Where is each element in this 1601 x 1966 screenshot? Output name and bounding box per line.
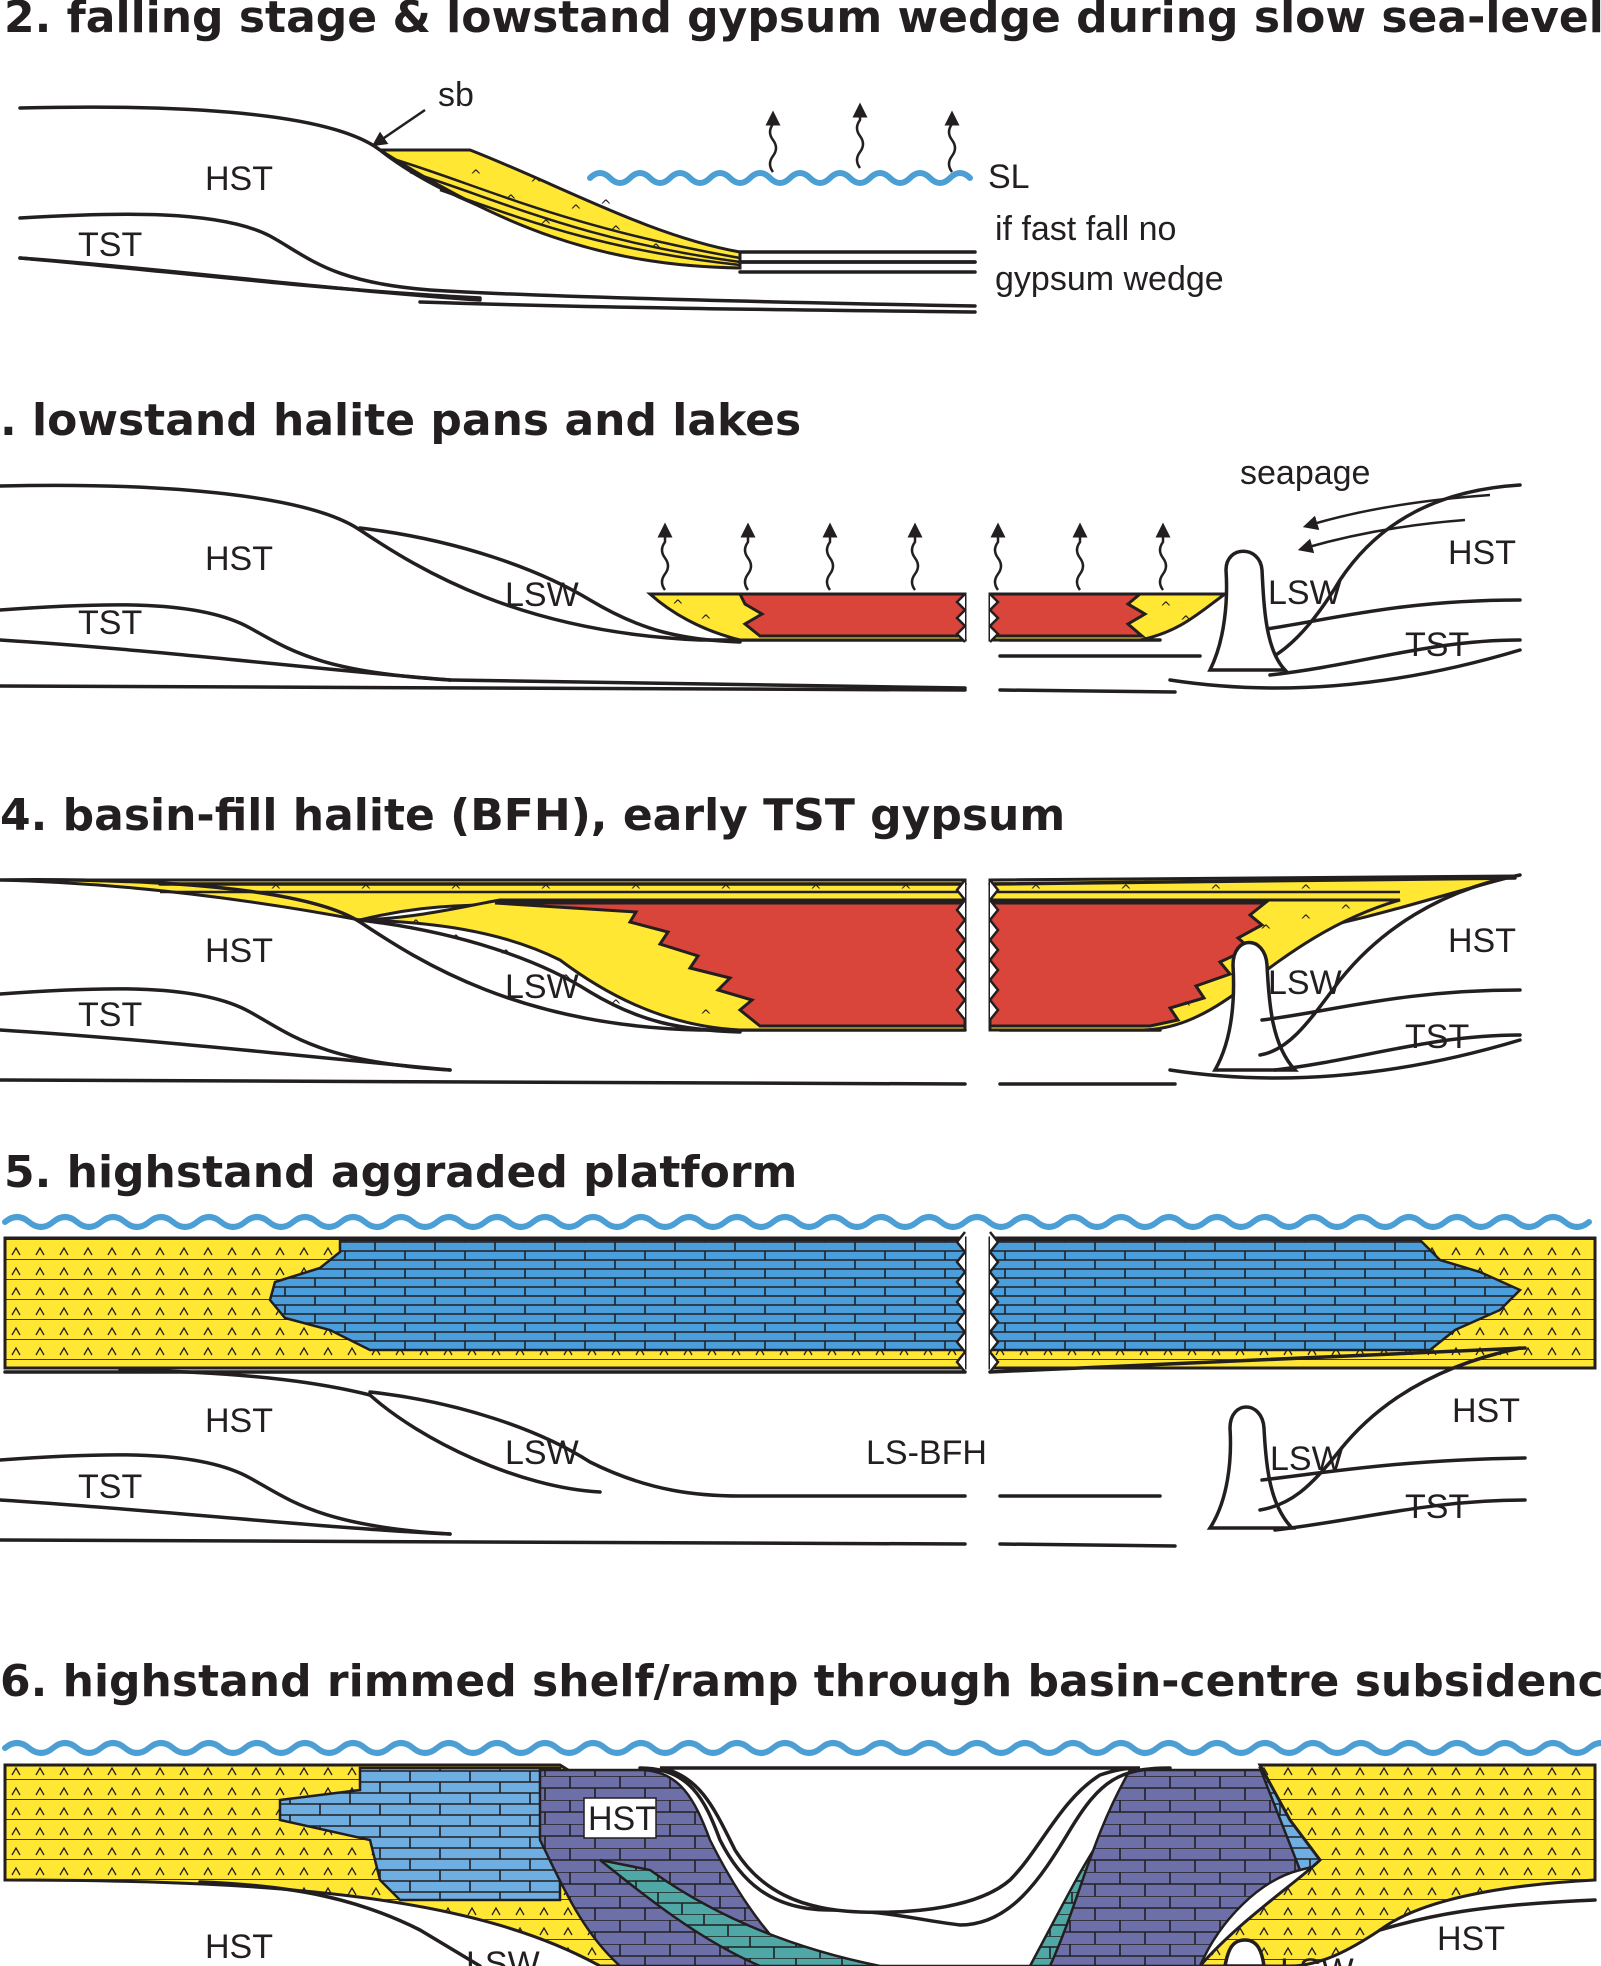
diapir-p5 — [1206, 1405, 1297, 1530]
gypsum-shelf-right — [1198, 1763, 1597, 1966]
panel-3-title: . lowstand halite pans and lakes — [0, 395, 801, 446]
tst-left-label-p3: TST — [78, 604, 142, 642]
panel-6: 6. highstand rimmed shelf/ramp through b… — [0, 1656, 1601, 1966]
basin-depression — [659, 1766, 1141, 1915]
svg-text:^: ^ — [700, 613, 712, 629]
diapir-p3 — [1207, 549, 1290, 672]
ls-bfh-label: LS-BFH — [866, 1434, 987, 1472]
svg-text:^: ^ — [810, 883, 822, 899]
tst-right-label-p3: TST — [1405, 626, 1469, 664]
sea-level-p6 — [2, 1740, 1601, 1756]
basin-fill-halite-left — [494, 901, 967, 1028]
sl-label: SL — [988, 158, 1030, 196]
hst-box-label-p6: HST — [588, 1800, 656, 1838]
note-line-1: if fast fall no — [995, 210, 1176, 248]
panel-6-title: 6. highstand rimmed shelf/ramp through b… — [0, 1656, 1601, 1707]
svg-text:^: ^ — [1260, 923, 1272, 939]
seapage-label: seapage — [1240, 454, 1370, 492]
tst-label-p2: TST — [78, 226, 142, 264]
hst-left-label-p4: HST — [205, 932, 273, 970]
panel-3: . lowstand halite pans and lakes ^ ^ ^ ^ — [0, 395, 1522, 694]
svg-text:^: ^ — [450, 883, 462, 899]
svg-text:^: ^ — [1210, 883, 1222, 899]
tst-right-label-p4: TST — [1405, 1018, 1469, 1056]
panel-4-title: 4. basin-fill halite (BFH), early TST gy… — [0, 790, 1065, 841]
svg-text:^: ^ — [672, 598, 684, 614]
hst-left-label-p3: HST — [205, 540, 273, 578]
panel-2: 2. falling stage & lowstand gypsum wedge… — [4, 0, 1601, 314]
svg-text:^: ^ — [470, 168, 482, 184]
lsw-left-label-p6: LSW — [466, 1945, 540, 1966]
svg-text:^: ^ — [570, 203, 582, 219]
svg-text:^: ^ — [1180, 614, 1192, 630]
svg-text:^: ^ — [540, 883, 552, 899]
svg-text:^: ^ — [700, 1008, 712, 1024]
svg-text:^: ^ — [450, 933, 462, 949]
svg-text:^: ^ — [630, 883, 642, 899]
hst-label-p2: HST — [205, 160, 273, 198]
halite-pan-left — [737, 592, 967, 638]
sea-level-p5 — [2, 1214, 1592, 1230]
svg-text:^: ^ — [1120, 883, 1132, 899]
svg-text:^: ^ — [610, 998, 622, 1014]
svg-text:^: ^ — [505, 193, 517, 209]
svg-text:^: ^ — [560, 973, 572, 989]
svg-text:^: ^ — [1180, 1000, 1192, 1016]
svg-text:^: ^ — [410, 918, 422, 934]
evaporation-arrows-p2 — [765, 102, 960, 173]
svg-text:^: ^ — [1160, 600, 1172, 616]
panel-5-title: 5. highstand aggraded platform — [4, 1147, 797, 1198]
hst-right-label-p5: HST — [1452, 1392, 1520, 1430]
lsw-right-label-p4: LSW — [1268, 964, 1342, 1002]
tst-left-label-p5: TST — [78, 1468, 142, 1506]
tst-right-label-p5: TST — [1405, 1488, 1469, 1526]
tst-left-label-p4: TST — [78, 996, 142, 1034]
svg-text:^: ^ — [650, 242, 662, 258]
svg-text:^: ^ — [360, 883, 372, 899]
lsw-left-label-p4: LSW — [505, 968, 579, 1006]
lsw-right-label-p5: LSW — [1270, 1440, 1344, 1478]
halite-pan-right — [988, 592, 1148, 638]
hst-right-label-p3: HST — [1448, 534, 1516, 572]
slope-deposits-right — [1048, 1768, 1302, 1966]
hst-right-label-p4: HST — [1448, 922, 1516, 960]
svg-text:^: ^ — [900, 883, 912, 899]
svg-text:^: ^ — [1030, 883, 1042, 899]
svg-text:^: ^ — [720, 883, 732, 899]
carbonate-core-left — [268, 1238, 967, 1352]
svg-text:^: ^ — [500, 948, 512, 964]
svg-text:^: ^ — [610, 224, 622, 240]
note-line-2: gypsum wedge — [995, 260, 1224, 298]
svg-text:^: ^ — [530, 176, 542, 192]
gypsum-wedge-p2 — [374, 148, 742, 270]
panel-2-title: 2. falling stage & lowstand gypsum wedge… — [4, 0, 1601, 43]
panel-5: 5. highstand aggraded platform HST TST L… — [0, 1147, 1597, 1548]
svg-text:^: ^ — [1300, 913, 1312, 929]
carbonate-core-right — [988, 1238, 1523, 1352]
evaporation-arrows-p3 — [657, 522, 1171, 591]
hst-right-label-p6: HST — [1437, 1920, 1505, 1958]
svg-text:^: ^ — [1340, 903, 1352, 919]
hst-left-label-p5: HST — [205, 1402, 273, 1440]
panel-4: 4. basin-fill halite (BFH), early TST gy… — [0, 790, 1522, 1086]
lsw-right-label-p6: LSW — [1280, 1952, 1354, 1966]
svg-text:^: ^ — [540, 218, 552, 234]
diapir-p4 — [1211, 940, 1299, 1072]
sb-label: sb — [438, 76, 474, 114]
lsw-right-label-p3: LSW — [1268, 574, 1342, 612]
svg-text:^: ^ — [600, 198, 612, 214]
svg-text:^: ^ — [270, 883, 282, 899]
basin-fill-halite-right — [988, 901, 1270, 1028]
lsw-left-label-p3: LSW — [505, 576, 579, 614]
lsw-left-label-p5: LSW — [505, 1434, 579, 1472]
svg-text:^: ^ — [1300, 883, 1312, 899]
sea-level-p2 — [587, 170, 973, 186]
diapir-p6 — [1223, 1938, 1266, 1966]
hst-left-label-p6: HST — [205, 1928, 273, 1966]
